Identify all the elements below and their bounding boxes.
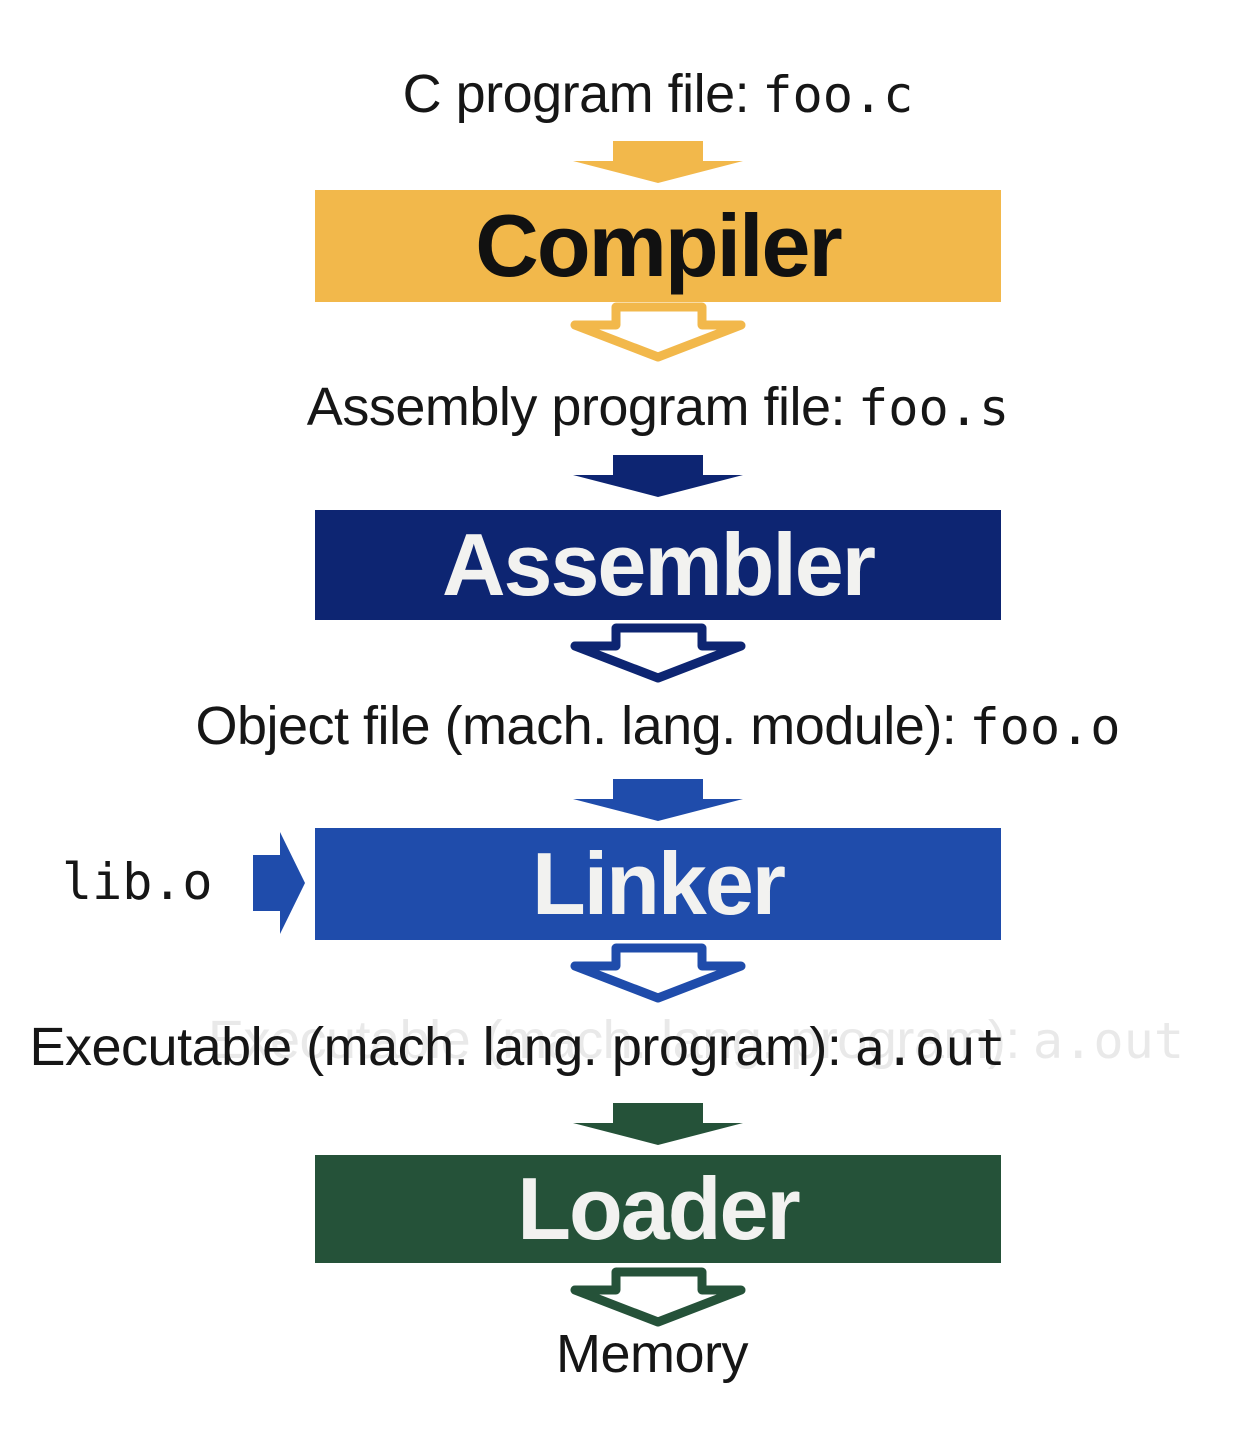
label-text: Executable (mach. lang. program):	[207, 1010, 1020, 1070]
down-arrow-solid-icon	[573, 141, 743, 183]
label-assembly-program-file: Assembly program file:foo.s	[307, 375, 1009, 440]
down-arrow-hollow-icon	[570, 943, 746, 1003]
label-text: Object file (mach. lang. module):	[195, 696, 957, 756]
filename-lib-o: lib.o	[62, 853, 213, 911]
label-lib-o-input: lib.o	[62, 852, 213, 912]
loader-box-label: Loader	[517, 1159, 800, 1258]
down-arrow-solid-icon	[573, 455, 743, 497]
assembler-box-label: Assembler	[441, 515, 876, 614]
down-arrow-hollow-icon	[570, 302, 746, 362]
right-arrow-solid-icon	[253, 832, 305, 934]
compiler-box: Compiler	[315, 190, 1001, 302]
filename-a-out: a.out	[1032, 1011, 1185, 1070]
label-text: C program file:	[402, 64, 750, 124]
filename-foo-c: foo.c	[762, 65, 914, 124]
label-text: Executable (mach. lang. program):	[29, 1017, 842, 1077]
label-text: Memory	[555, 1324, 749, 1384]
assembler-box: Assembler	[315, 510, 1001, 620]
filename-foo-s: foo.s	[858, 378, 1010, 437]
linker-box-label: Linker	[531, 834, 786, 933]
loader-box: Loader	[315, 1155, 1001, 1263]
label-object-file: Object file (mach. lang. module):foo.o	[195, 694, 1120, 759]
label-text: Assembly program file:	[306, 377, 846, 437]
label-c-program-file: C program file:foo.c	[403, 62, 914, 127]
label-memory: Memory	[555, 1322, 749, 1387]
down-arrow-solid-icon	[573, 779, 743, 821]
label-executable-ghost: Executable (mach. lang. program):a.out	[208, 1008, 1184, 1073]
filename-a-out: a.out	[854, 1018, 1006, 1077]
linker-box: Linker	[315, 828, 1001, 940]
filename-foo-o: foo.o	[969, 697, 1121, 756]
down-arrow-hollow-icon	[570, 1267, 746, 1327]
label-executable-file: Executable (mach. lang. program):a.out	[30, 1015, 1257, 1080]
down-arrow-hollow-icon	[570, 623, 746, 683]
down-arrow-solid-icon	[573, 1103, 743, 1145]
compiler-box-label: Compiler	[475, 196, 842, 295]
